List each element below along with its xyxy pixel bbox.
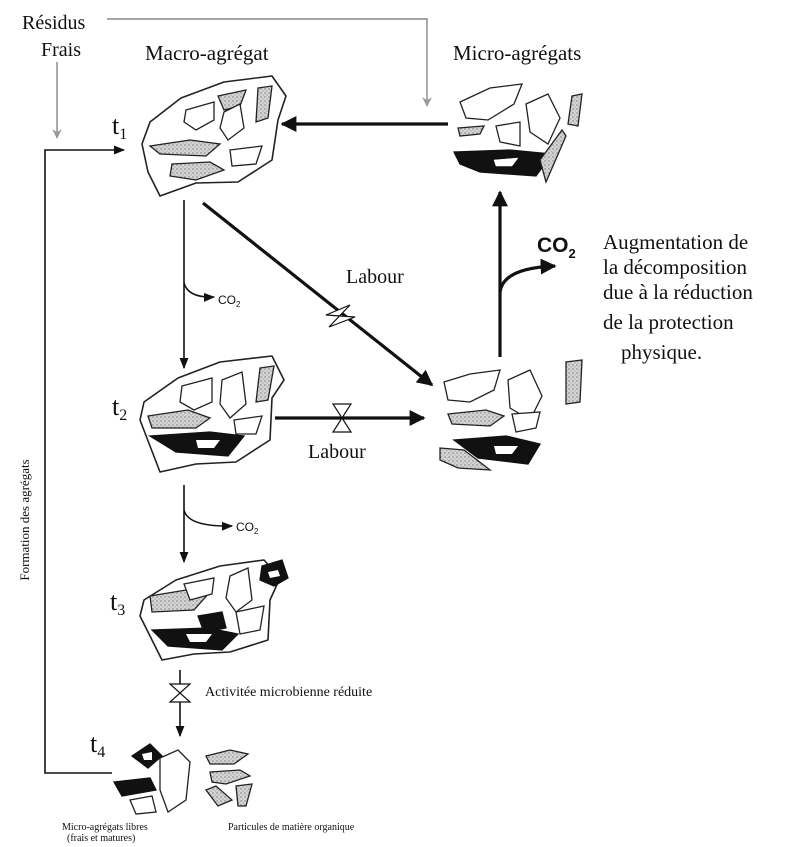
time-label-t4: t4 [90,729,105,761]
co2-release-arrow-t1-t2 [184,283,214,297]
co2-label-decomposition: CO2 [537,234,576,261]
organic-matter-particles [206,750,252,806]
time-label-t2: t2 [112,392,127,424]
decomposition-text-line2: la décomposition [603,255,748,279]
free-micro-aggregates-caption-line1: Micro-agrégats libres [62,822,148,833]
co2-release-arrow-t2-t3 [184,510,232,526]
decomposition-text-line4: de la protection [603,310,734,334]
time-label-t3: t3 [110,587,125,619]
free-micro-aggregates-caption-line2: (frais et matures) [67,833,135,844]
decomposition-text-line3: due à la réduction [603,280,753,304]
macro-aggregate-t3 [140,560,288,660]
fresh-residues-label-line1: Résidus [22,12,86,34]
decomposition-text-line1: Augmentation de [603,230,748,254]
co2-release-arrow-decomposition [500,266,555,292]
fresh-residues-label-line2: Frais [41,39,81,61]
tillage-label-diagonal: Labour [346,266,404,288]
tillage-label-horizontal: Labour [308,441,366,463]
time-label-t1: t1 [112,111,127,143]
aggregate-formation-loop-arrow [45,150,124,773]
macro-aggregate-t1 [142,76,286,196]
micro-aggregates-cluster [454,84,582,182]
micro-aggregates-title: Micro-agrégats [453,41,581,65]
co2-label-t1-t2: CO2 [218,293,241,309]
decomposition-text-line5: physique. [621,340,702,364]
free-micro-aggregates-t4 [114,744,190,814]
macro-aggregate-title: Macro-agrégat [145,41,269,65]
disrupted-aggregate [440,360,582,470]
organic-particles-caption: Particules de matière organique [228,822,355,833]
aggregate-formation-label: Formation des agrégats [17,459,32,580]
macro-aggregate-t2 [140,356,284,472]
microbial-activity-valve-icon [170,684,190,702]
tillage-diagonal-arrow [203,203,432,385]
tillage-valve-diagonal-icon [326,305,355,327]
co2-label-t2-t3: CO2 [236,520,259,536]
reduced-microbial-activity-label: Activitée microbienne réduite [205,685,372,700]
